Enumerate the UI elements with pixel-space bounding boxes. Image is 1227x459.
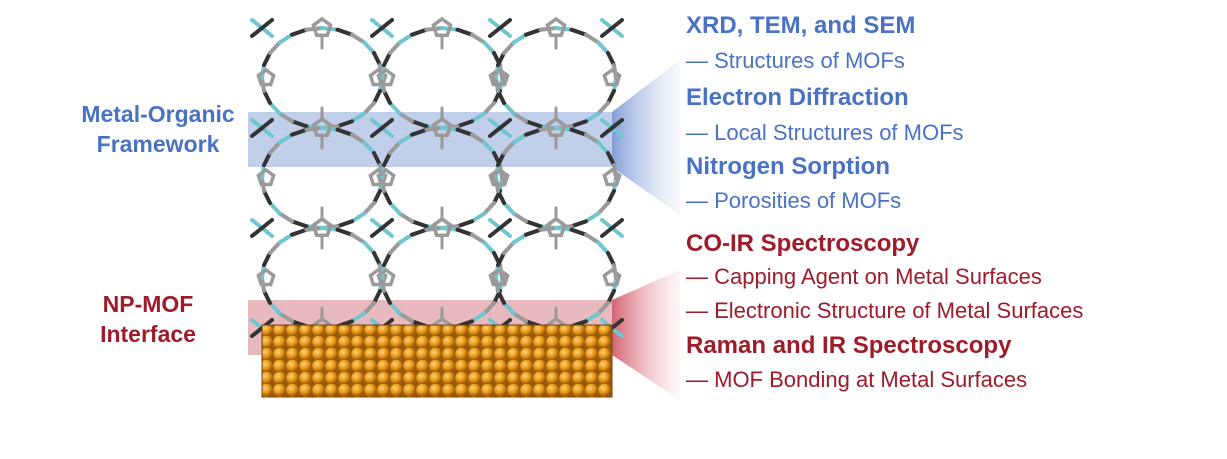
technique-description: — Porosities of MOFs bbox=[686, 188, 902, 213]
interface-callout-wedge bbox=[612, 270, 680, 400]
mof-framework bbox=[250, 16, 624, 338]
technique-description: — Capping Agent on Metal Surfaces bbox=[686, 264, 1042, 289]
technique-heading: Electron Diffraction bbox=[686, 84, 909, 111]
technique-description: — Structures of MOFs bbox=[686, 48, 905, 73]
interface-label: NP-MOF Interface bbox=[58, 289, 238, 349]
mof-label-line2: Framework bbox=[96, 131, 220, 157]
interface-label-line1: NP-MOF bbox=[102, 291, 194, 317]
mof-label-line1: Metal-Organic bbox=[81, 101, 235, 127]
technique-heading: Nitrogen Sorption bbox=[686, 153, 890, 180]
interface-label-line2: Interface bbox=[100, 321, 196, 347]
technique-description: — Electronic Structure of Metal Surfaces bbox=[686, 298, 1084, 323]
technique-description: — MOF Bonding at Metal Surfaces bbox=[686, 367, 1028, 392]
technique-description: — Local Structures of MOFs bbox=[686, 120, 964, 145]
mof-label: Metal-Organic Framework bbox=[68, 99, 248, 159]
technique-heading: XRD, TEM, and SEM bbox=[686, 12, 916, 39]
mof-callout-wedge bbox=[612, 60, 680, 215]
technique-heading: CO-IR Spectroscopy bbox=[686, 230, 920, 257]
metal-nanoparticle-slab bbox=[261, 324, 613, 398]
technique-heading: Raman and IR Spectroscopy bbox=[686, 332, 1012, 359]
